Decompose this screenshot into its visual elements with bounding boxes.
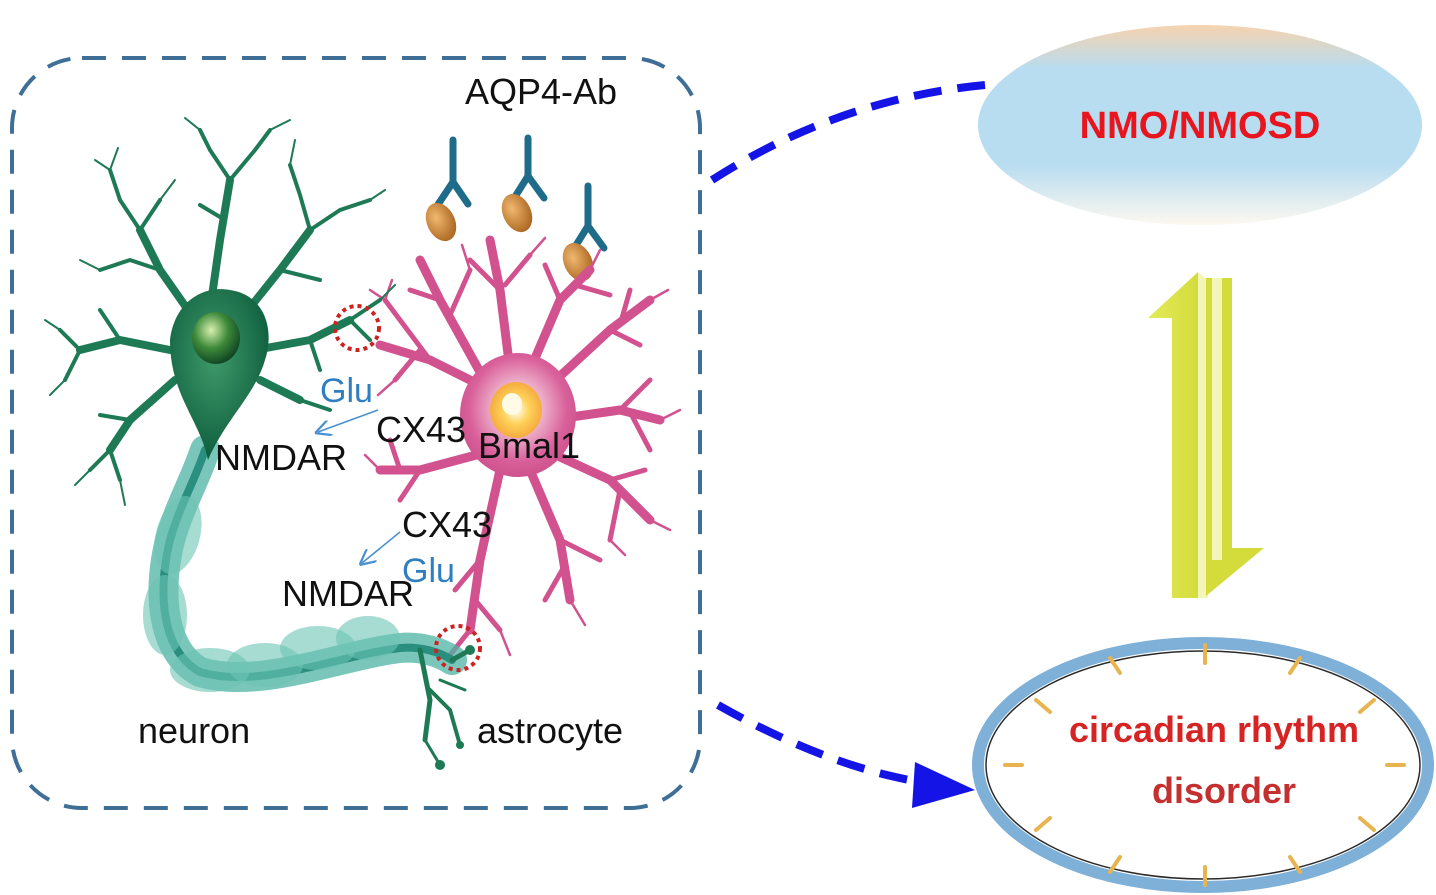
- astrocyte-label: astrocyte: [477, 710, 623, 751]
- clock-icon: [972, 637, 1434, 893]
- nmdar-label-top: NMDAR: [215, 437, 347, 478]
- nmo-node: NMO/NMOSD: [978, 25, 1422, 225]
- bmal1-label: Bmal1: [478, 425, 580, 466]
- glu-arrow-top: [318, 409, 379, 432]
- circadian-label-line2: disorder: [1152, 770, 1296, 811]
- arrowhead-icon: [912, 762, 975, 808]
- cx43-label-top: CX43: [376, 409, 466, 450]
- astrocyte-cell-icon: [363, 235, 682, 658]
- antibody-icon: [425, 134, 608, 282]
- circadian-label-line1: circadian rhythm: [1069, 709, 1359, 750]
- glu-label-bottom: Glu: [402, 552, 455, 590]
- clock-ticks: [1003, 643, 1406, 887]
- glu-arrow-bottom: [362, 531, 401, 563]
- synapse-marker-top: [333, 304, 381, 352]
- nmo-label: NMO/NMOSD: [1080, 105, 1321, 147]
- synapse-marker-bottom: [434, 624, 482, 672]
- neuron-astrocyte-panel: [10, 56, 702, 810]
- cx43-label-bottom: CX43: [402, 504, 492, 545]
- nmdar-label-bottom: NMDAR: [282, 573, 414, 614]
- glu-label-top: Glu: [320, 372, 373, 410]
- connector-to-nmo: [709, 81, 986, 184]
- bidirectional-arrow-icon: [1148, 272, 1264, 598]
- neuron-cell-icon: [44, 117, 475, 770]
- neuron-label: neuron: [138, 710, 250, 751]
- aqp4-ab-label: AQP4-Ab: [465, 71, 617, 112]
- connector-to-circadian: [716, 701, 921, 786]
